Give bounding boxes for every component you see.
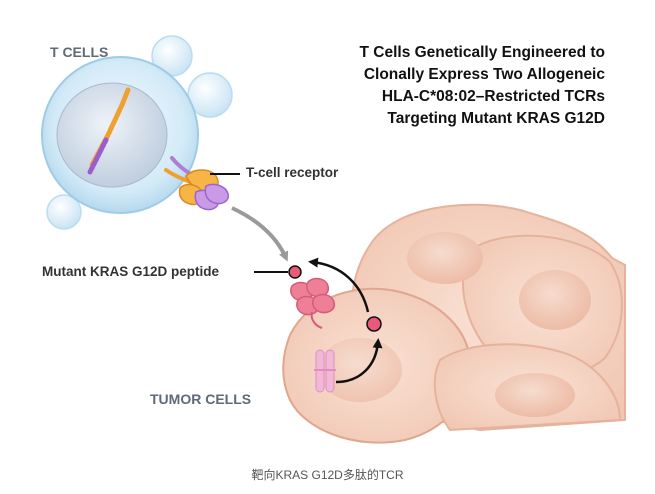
black-arrow-up bbox=[308, 257, 370, 313]
tumor-nucleus-1 bbox=[407, 232, 483, 284]
small-t-cell-bottom bbox=[46, 194, 82, 230]
t-cell bbox=[41, 56, 199, 214]
t-cell-nucleus bbox=[56, 82, 168, 188]
black-arrow-from-chromosome bbox=[335, 338, 383, 384]
t-cell-receptor-icon bbox=[164, 156, 229, 211]
tumor-nucleus-3 bbox=[318, 338, 402, 402]
title-line-2: Clonally Express Two Allogeneic bbox=[363, 66, 605, 83]
figure-title: T Cells Genetically Engineered to Clonal… bbox=[275, 42, 606, 130]
tumor-cells-label: TUMOR CELLS bbox=[150, 391, 252, 407]
gray-arrow bbox=[231, 206, 289, 262]
figure-caption: 靶向KRAS G12D多肽的TCR bbox=[251, 468, 404, 482]
title-line-4: Targeting Mutant KRAS G12D bbox=[387, 110, 605, 127]
chromosome-icon bbox=[314, 349, 336, 393]
title-line-3: HLA-C*08:02–Restricted TCRs bbox=[381, 88, 605, 105]
t-cell-receptor-label: T-cell receptor bbox=[246, 165, 339, 180]
t-cells-label: T CELLS bbox=[50, 44, 109, 60]
intracellular-peptide-icon bbox=[366, 316, 382, 332]
title-line-1: T Cells Genetically Engineered to bbox=[359, 44, 606, 61]
presented-peptide-icon bbox=[288, 265, 302, 279]
tumor-nucleus-2 bbox=[519, 270, 591, 330]
tumor-nucleus-4 bbox=[495, 373, 575, 417]
hla-molecule-icon bbox=[290, 277, 336, 329]
tumor-tissue bbox=[282, 203, 626, 444]
mutant-peptide-label: Mutant KRAS G12D peptide bbox=[42, 264, 220, 279]
